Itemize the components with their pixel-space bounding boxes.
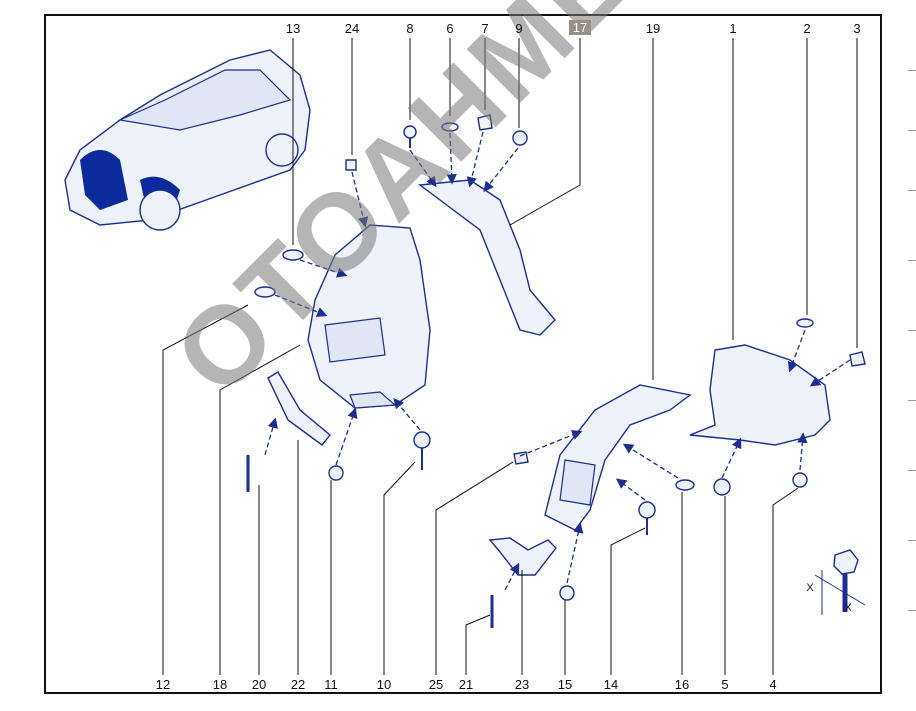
callout-17-highlighted: 17	[569, 20, 591, 35]
assembly-arrows	[264, 131, 851, 591]
edge-tick	[908, 130, 916, 131]
trim-strip-23	[488, 537, 557, 576]
rear-wheel-arch-liner	[544, 384, 692, 531]
trim-strip-22	[267, 371, 331, 446]
leader-lines	[162, 38, 858, 675]
fasteners	[246, 114, 866, 628]
callout-7: 7	[481, 21, 489, 36]
edge-tick	[908, 260, 916, 261]
bolt-measure-detail	[814, 549, 866, 615]
callout-25: 25	[428, 677, 444, 692]
edge-tick	[908, 540, 916, 541]
callout-23: 23	[514, 677, 530, 692]
callout-9: 9	[515, 21, 523, 36]
callout-16: 16	[674, 677, 690, 692]
callout-18: 18	[212, 677, 228, 692]
callout-12: 12	[155, 677, 171, 692]
callout-13: 13	[285, 21, 301, 36]
callout-1: 1	[729, 21, 737, 36]
callout-11: 11	[324, 677, 338, 692]
measure-label-x2: X	[844, 602, 852, 614]
vehicle-illustration	[64, 49, 311, 231]
callout-10: 10	[376, 677, 392, 692]
edge-tick	[908, 330, 916, 331]
callout-3: 3	[853, 21, 861, 36]
callout-21: 21	[458, 677, 474, 692]
diagram-frame	[44, 14, 882, 694]
edge-tick	[908, 190, 916, 191]
callout-6: 6	[446, 21, 454, 36]
inner-shield-part-1	[689, 344, 831, 446]
callout-15: 15	[557, 677, 573, 692]
splash-guard-part-17	[418, 179, 556, 336]
edge-tick	[908, 470, 916, 471]
callout-8: 8	[406, 21, 414, 36]
callout-2: 2	[803, 21, 811, 36]
edge-tick	[908, 610, 916, 611]
callout-14: 14	[603, 677, 619, 692]
callout-5: 5	[721, 677, 729, 692]
callout-4: 4	[769, 677, 777, 692]
edge-tick	[908, 70, 916, 71]
callout-22: 22	[290, 677, 306, 692]
callout-19: 19	[645, 21, 661, 36]
callout-20: 20	[251, 677, 267, 692]
callout-24: 24	[344, 21, 360, 36]
edge-tick	[908, 400, 916, 401]
measure-label-x1: X	[806, 582, 814, 594]
